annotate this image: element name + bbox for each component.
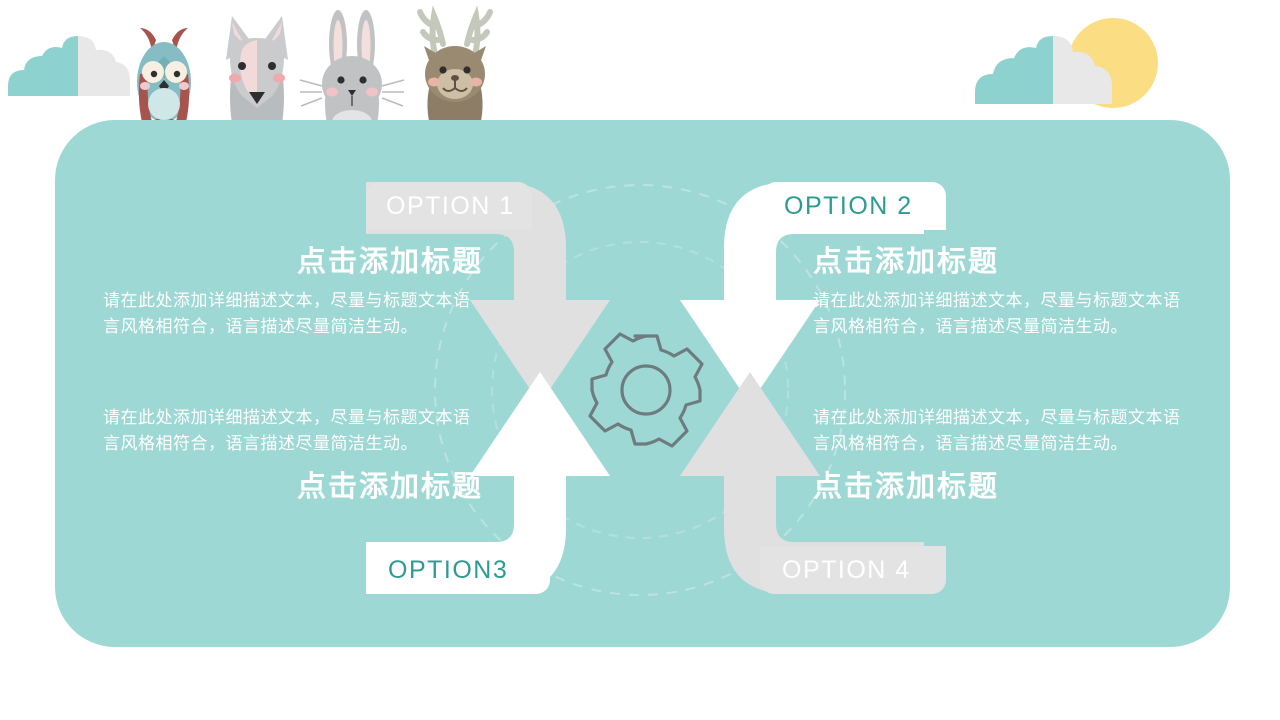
- option-1-text-block[interactable]: 点击添加标题 请在此处添加详细描述文本，尽量与标题文本语言风格相符合，语言描述尽…: [103, 245, 483, 340]
- arrow-option-4: [680, 372, 924, 594]
- option-1-chip[interactable]: OPTION 1: [366, 182, 532, 230]
- option-3-text-block[interactable]: 请在此处添加详细描述文本，尽量与标题文本语言风格相符合，语言描述尽量简洁生动。 …: [103, 405, 483, 504]
- dashed-ring-outer: [434, 184, 846, 596]
- option-3-chip[interactable]: OPTION3: [366, 546, 550, 594]
- option-4-chip-label: OPTION 4: [782, 555, 911, 584]
- option-2-heading: 点击添加标题: [813, 246, 1000, 278]
- dashed-ring-inner: [491, 241, 789, 539]
- sky-decoration-layer: [8, 5, 1158, 134]
- fox-icon: [226, 16, 288, 124]
- option-1-heading: 点击添加标题: [296, 246, 483, 278]
- cloud-left-icon: [8, 36, 130, 96]
- cloud-right-icon: [975, 36, 1112, 104]
- main-panel: [55, 120, 1230, 647]
- option-2-chip-label: OPTION 2: [784, 191, 913, 220]
- gear-icon: [588, 332, 704, 448]
- option-1-body: 请在此处添加详细描述文本，尽量与标题文本语言风格相符合，语言描述尽量简洁生动。: [103, 290, 471, 337]
- option-4-chip[interactable]: OPTION 4: [760, 546, 946, 594]
- arrow-option-1: [366, 182, 610, 404]
- option-2-body: 请在此处添加详细描述文本，尽量与标题文本语言风格相符合，语言描述尽量简洁生动。: [813, 290, 1181, 337]
- option-4-text-block[interactable]: 请在此处添加详细描述文本，尽量与标题文本语言风格相符合，语言描述尽量简洁生动。 …: [813, 405, 1193, 504]
- arrow-option-2: [680, 182, 924, 404]
- arrow-option-3: [366, 372, 610, 594]
- option-3-chip-label: OPTION3: [388, 555, 509, 584]
- option-3-heading: 点击添加标题: [296, 470, 483, 503]
- option-3-body: 请在此处添加详细描述文本，尽量与标题文本语言风格相符合，语言描述尽量简洁生动。: [103, 408, 471, 454]
- deer-icon: [417, 5, 493, 126]
- option-4-body: 请在此处添加详细描述文本，尽量与标题文本语言风格相符合，语言描述尽量简洁生动。: [813, 408, 1181, 454]
- owl-icon: [137, 28, 191, 127]
- option-2-text-block[interactable]: 点击添加标题 请在此处添加详细描述文本，尽量与标题文本语言风格相符合，语言描述尽…: [813, 245, 1193, 340]
- option-4-heading: 点击添加标题: [813, 470, 1000, 503]
- option-2-chip[interactable]: OPTION 2: [762, 182, 946, 230]
- option-1-chip-label: OPTION 1: [386, 191, 515, 220]
